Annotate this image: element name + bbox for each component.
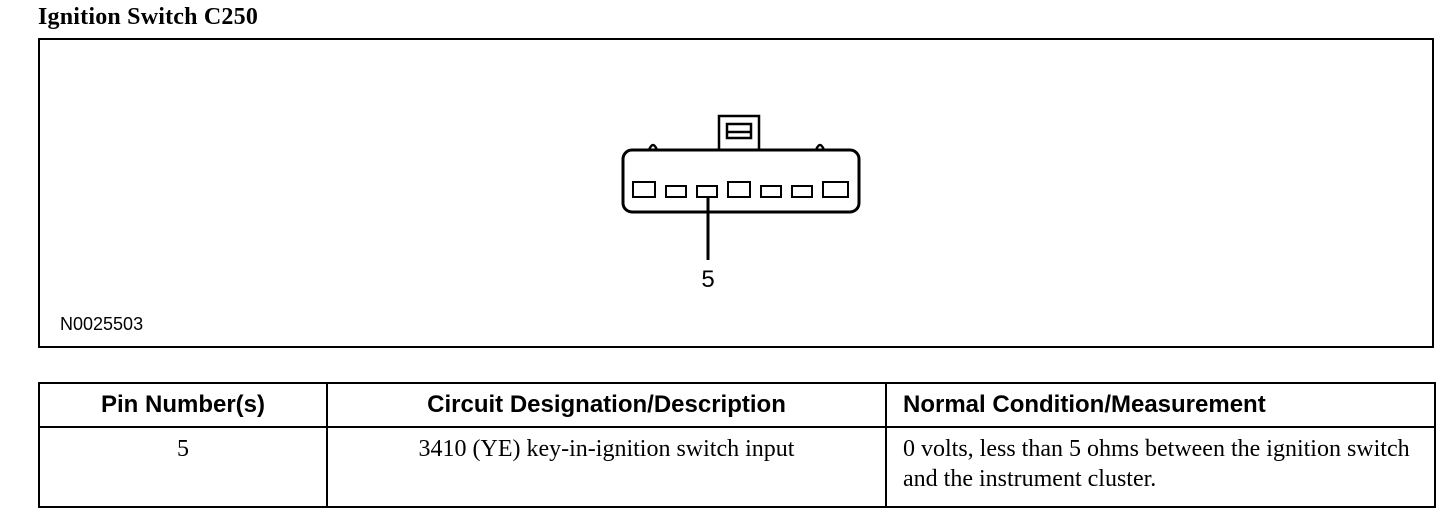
header-circuit-designation: Circuit Designation/Description (326, 382, 887, 428)
cell-circuit: 3410 (YE) key-in-ignition switch input (326, 426, 887, 508)
pin-table: Pin Number(s) Circuit Designation/Descri… (38, 382, 1436, 508)
connector-body (621, 148, 861, 214)
connector-figure: 5 N0025503 (38, 38, 1434, 348)
page-title: Ignition Switch C250 (38, 4, 259, 30)
figure-id: N0025503 (60, 314, 144, 334)
header-normal-condition: Normal Condition/Measurement (885, 382, 1436, 428)
connector-diagram (621, 114, 861, 260)
table-header-row: Pin Number(s) Circuit Designation/Descri… (38, 382, 1436, 428)
cavity-6 (791, 185, 813, 198)
cavity-4 (727, 181, 751, 198)
table-row: 5 3410 (YE) key-in-ignition switch input… (38, 426, 1436, 508)
cell-condition: 0 volts, less than 5 ohms between the ig… (885, 426, 1436, 508)
cavity-7 (822, 181, 849, 198)
cell-pin: 5 (38, 426, 328, 508)
cavity-2 (665, 185, 687, 198)
header-pin-number: Pin Number(s) (38, 382, 328, 428)
pin-callout-label: 5 (701, 266, 715, 293)
pin-cavities (632, 181, 849, 198)
connector-latch (717, 114, 761, 152)
cavity-3 (696, 185, 718, 198)
cavity-5 (760, 185, 782, 198)
cavity-1 (632, 181, 656, 198)
